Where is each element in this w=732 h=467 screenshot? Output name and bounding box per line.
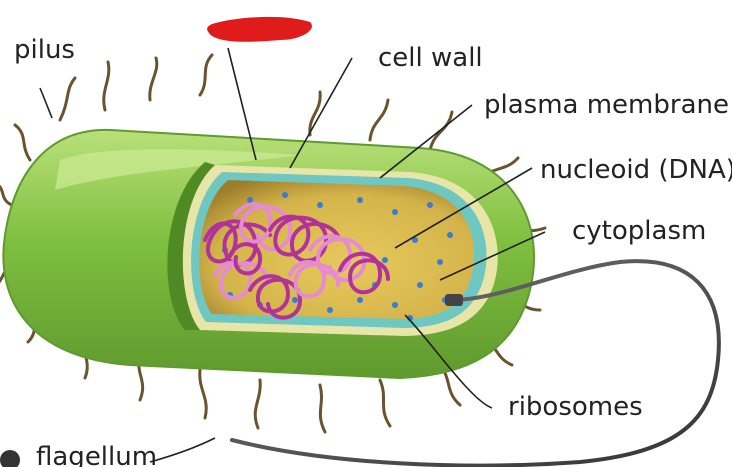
label-nucleoid: nucleoid (DNA) (540, 155, 732, 185)
capsule-highlight (55, 149, 300, 190)
redaction-scribble-icon (207, 16, 312, 42)
label-cytoplasm: cytoplasm (572, 216, 706, 246)
label-plasma-membrane: plasma membrane (484, 90, 729, 120)
label-cell-wall: cell wall (378, 43, 483, 73)
flagellum-shape (230, 259, 721, 467)
leader-lines (39, 47, 546, 463)
label-flagellum: flagellum (36, 442, 157, 467)
label-ribosomes: ribosomes (508, 392, 643, 422)
nucleoid-dna (203, 202, 390, 320)
cut-face (167, 162, 215, 330)
flagellum-hook (445, 294, 463, 306)
corner-mark (0, 450, 20, 467)
label-pilus: pilus (14, 35, 75, 65)
